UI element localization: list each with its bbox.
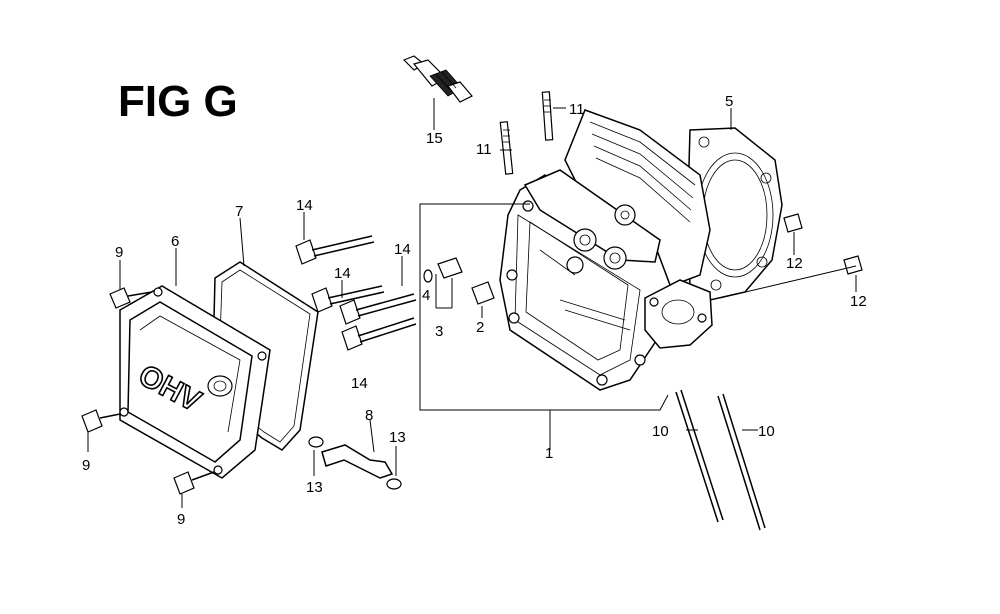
callout-11-top: 11 (569, 101, 585, 118)
callout-12-left: 12 (786, 255, 803, 272)
collar (437, 257, 463, 279)
callout-3: 3 (435, 323, 443, 340)
collar (471, 281, 495, 305)
callout-14-bottom: 14 (351, 375, 368, 392)
callout-4: 4 (422, 287, 430, 304)
callout-9-top: 9 (115, 244, 123, 261)
spark-plug (402, 55, 473, 103)
figure-title: FIG G (118, 77, 238, 126)
breather-tube (321, 444, 394, 479)
callout-10-left: 10 (652, 423, 669, 440)
callout-14-top: 14 (296, 197, 313, 214)
callout-9-left: 9 (82, 457, 90, 474)
callout-8: 8 (365, 407, 373, 424)
long-stud (717, 393, 766, 531)
tube-clip (386, 478, 402, 490)
flange-bolt (339, 293, 417, 325)
dowel-pin (843, 255, 863, 275)
callout-14-mid: 14 (394, 241, 411, 258)
callout-12-right: 12 (850, 293, 867, 310)
callout-9-bottom: 9 (177, 511, 185, 528)
callout-1: 1 (545, 445, 553, 462)
cylinder-head-cover: OHV (119, 285, 271, 479)
callout-11-left: 11 (476, 141, 492, 158)
callout-10-right: 10 (758, 423, 775, 440)
flange-bolt (295, 235, 375, 265)
tube-clip (308, 436, 324, 448)
callout-6: 6 (171, 233, 179, 250)
callout-15: 15 (426, 130, 443, 147)
flange-bolt (311, 285, 385, 313)
flange-bolt (341, 317, 417, 351)
cylinder-head-assembly (499, 109, 713, 391)
callout-14-left: 14 (334, 265, 351, 282)
callout-13-left: 13 (306, 479, 323, 496)
stud-bolt (541, 91, 554, 141)
long-stud (675, 389, 724, 523)
callout-7: 7 (235, 203, 243, 220)
cover-bolt (173, 471, 215, 495)
callout-2: 2 (476, 319, 484, 336)
cover-bolt (81, 409, 121, 433)
callout-13-right: 13 (389, 429, 406, 446)
callout-5: 5 (725, 93, 733, 110)
dowel-pin (783, 213, 803, 233)
stud-bolt (499, 121, 514, 175)
cover-bolt (109, 287, 153, 309)
o-ring (423, 269, 433, 283)
